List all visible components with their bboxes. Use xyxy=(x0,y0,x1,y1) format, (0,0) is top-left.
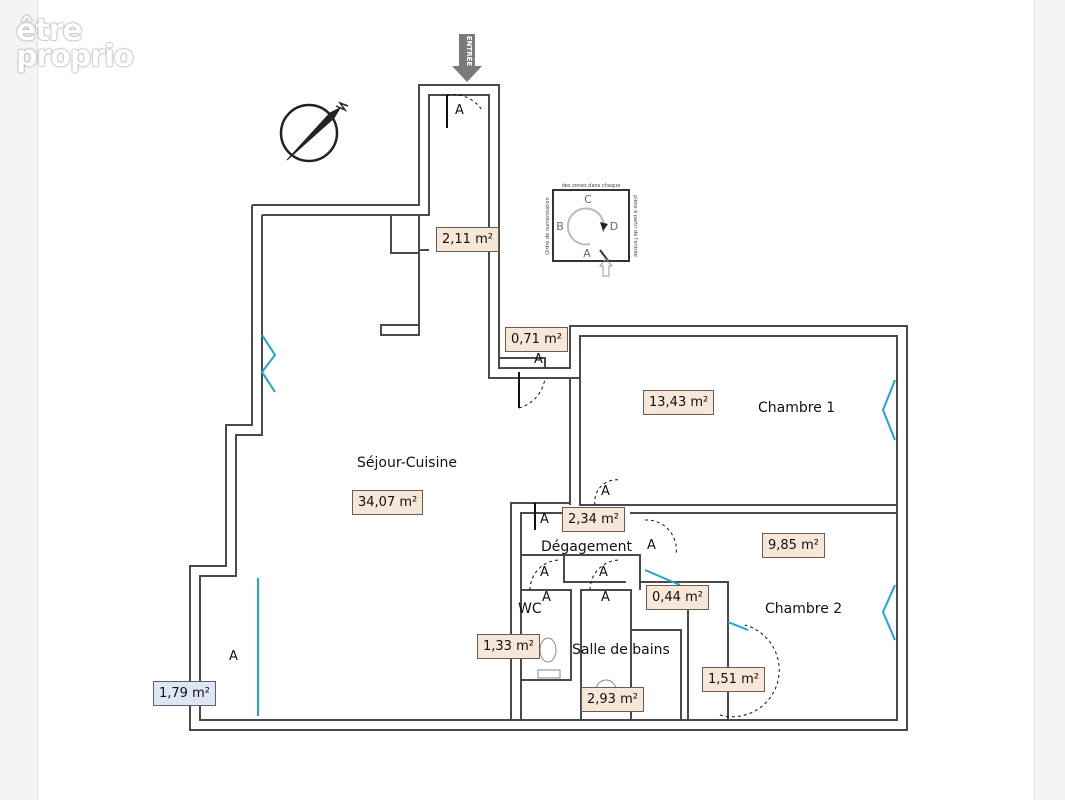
door-marker-wc: A xyxy=(542,590,551,605)
door-placard1-swing xyxy=(518,377,546,409)
legend-caption-left: Ordre de numérotation xyxy=(544,197,551,254)
legend-arrow-icon xyxy=(600,222,608,231)
legend-caption-top: des zones dans chaque xyxy=(562,183,621,189)
column xyxy=(390,214,420,254)
room-name-sejour: Séjour-Cuisine xyxy=(357,455,457,471)
room-name-degagement: Dégagement xyxy=(541,539,632,555)
window-chambre2 xyxy=(881,584,896,641)
windows xyxy=(257,334,896,716)
area-tag-degagement: 2,34 m² xyxy=(562,507,625,532)
door-chambre2-swing xyxy=(644,519,677,556)
legend-zone-c: C xyxy=(584,193,592,206)
door-marker-chambre1: A xyxy=(601,484,610,499)
area-tag-chambre2: 9,85 m² xyxy=(762,533,825,558)
legend-zone-d: D xyxy=(610,220,618,233)
area-tag-sejour: 34,07 m² xyxy=(352,490,424,515)
area-tag-balcon: 1,79 m² xyxy=(153,681,216,706)
window-sejour xyxy=(260,334,277,393)
door-marker-chambre2: A xyxy=(647,538,656,553)
area-tag-placard3: 1,51 m² xyxy=(702,667,765,692)
legend-box xyxy=(552,189,630,262)
area-tag-entree: 2,11 m² xyxy=(436,227,499,252)
room-name-chambre1: Chambre 1 xyxy=(758,400,836,416)
door-marker-sdb-top: A xyxy=(599,565,608,580)
door-marker-entree: A xyxy=(455,103,464,118)
page-sheet xyxy=(37,0,1035,800)
walls xyxy=(189,84,908,731)
toilet-tank xyxy=(537,669,561,679)
area-tag-wc: 1,33 m² xyxy=(477,634,540,659)
doors xyxy=(446,94,780,718)
degagement-bottom xyxy=(521,554,641,590)
legend-zone-a: A xyxy=(583,247,591,260)
door-sdb-swing xyxy=(589,559,621,591)
entrance-arrow: ENTRÉE xyxy=(452,34,482,82)
door-entree-swing xyxy=(446,94,483,111)
legend-zone-b: B xyxy=(556,220,564,233)
room-name-chambre2: Chambre 2 xyxy=(765,601,843,617)
legend-entry-arrow-icon xyxy=(598,258,614,277)
brand-logo-line1: être xyxy=(16,13,83,48)
door-marker-wc-top: A xyxy=(540,565,549,580)
north-arrow-icon xyxy=(286,106,342,161)
toilet xyxy=(539,637,557,663)
degagement-partition xyxy=(563,555,626,583)
compass xyxy=(279,101,349,163)
placard1-wall xyxy=(498,357,546,368)
door-marker-degagement: A xyxy=(540,512,549,527)
area-tag-sdb: 2,93 m² xyxy=(581,687,644,712)
window-chambre1 xyxy=(881,379,896,441)
compass-ring xyxy=(279,103,339,163)
zone-legend: des zones dans chaque Ordre de numérotat… xyxy=(544,183,639,277)
chambre1-wall xyxy=(579,336,897,506)
door-placard3-swing xyxy=(719,624,780,718)
legend-arc xyxy=(566,207,605,246)
brand-logo: être proprio xyxy=(16,13,134,74)
brand-logo-line2: proprio xyxy=(16,39,134,74)
outer-wall xyxy=(189,84,908,731)
entrance-arrow-head-icon xyxy=(452,66,482,82)
legend-caption-right: pièce à partir de l'entrée xyxy=(632,195,639,257)
entrance-label: ENTRÉE xyxy=(465,36,474,67)
north-n-icon xyxy=(335,101,349,112)
area-tag-placard2: 0,44 m² xyxy=(646,585,709,610)
room-name-wc: WC xyxy=(518,601,542,617)
window-placard2 xyxy=(644,569,681,586)
door-marker-sdb: A xyxy=(601,590,610,605)
room-name-sdb: Salle de bains xyxy=(572,642,670,658)
window-placard3 xyxy=(727,621,749,631)
area-tag-placard1: 0,71 m² xyxy=(505,327,568,352)
door-chambre1-swing xyxy=(594,479,621,506)
entree-wall xyxy=(380,249,429,336)
entrance-arrow-shaft xyxy=(459,34,475,68)
door-wc-swing xyxy=(529,559,561,591)
bathtub xyxy=(630,629,682,721)
door-marker-balcon: A xyxy=(229,649,238,664)
door-marker-placard1: A xyxy=(534,352,543,367)
area-tag-chambre1: 13,43 m² xyxy=(643,390,715,415)
